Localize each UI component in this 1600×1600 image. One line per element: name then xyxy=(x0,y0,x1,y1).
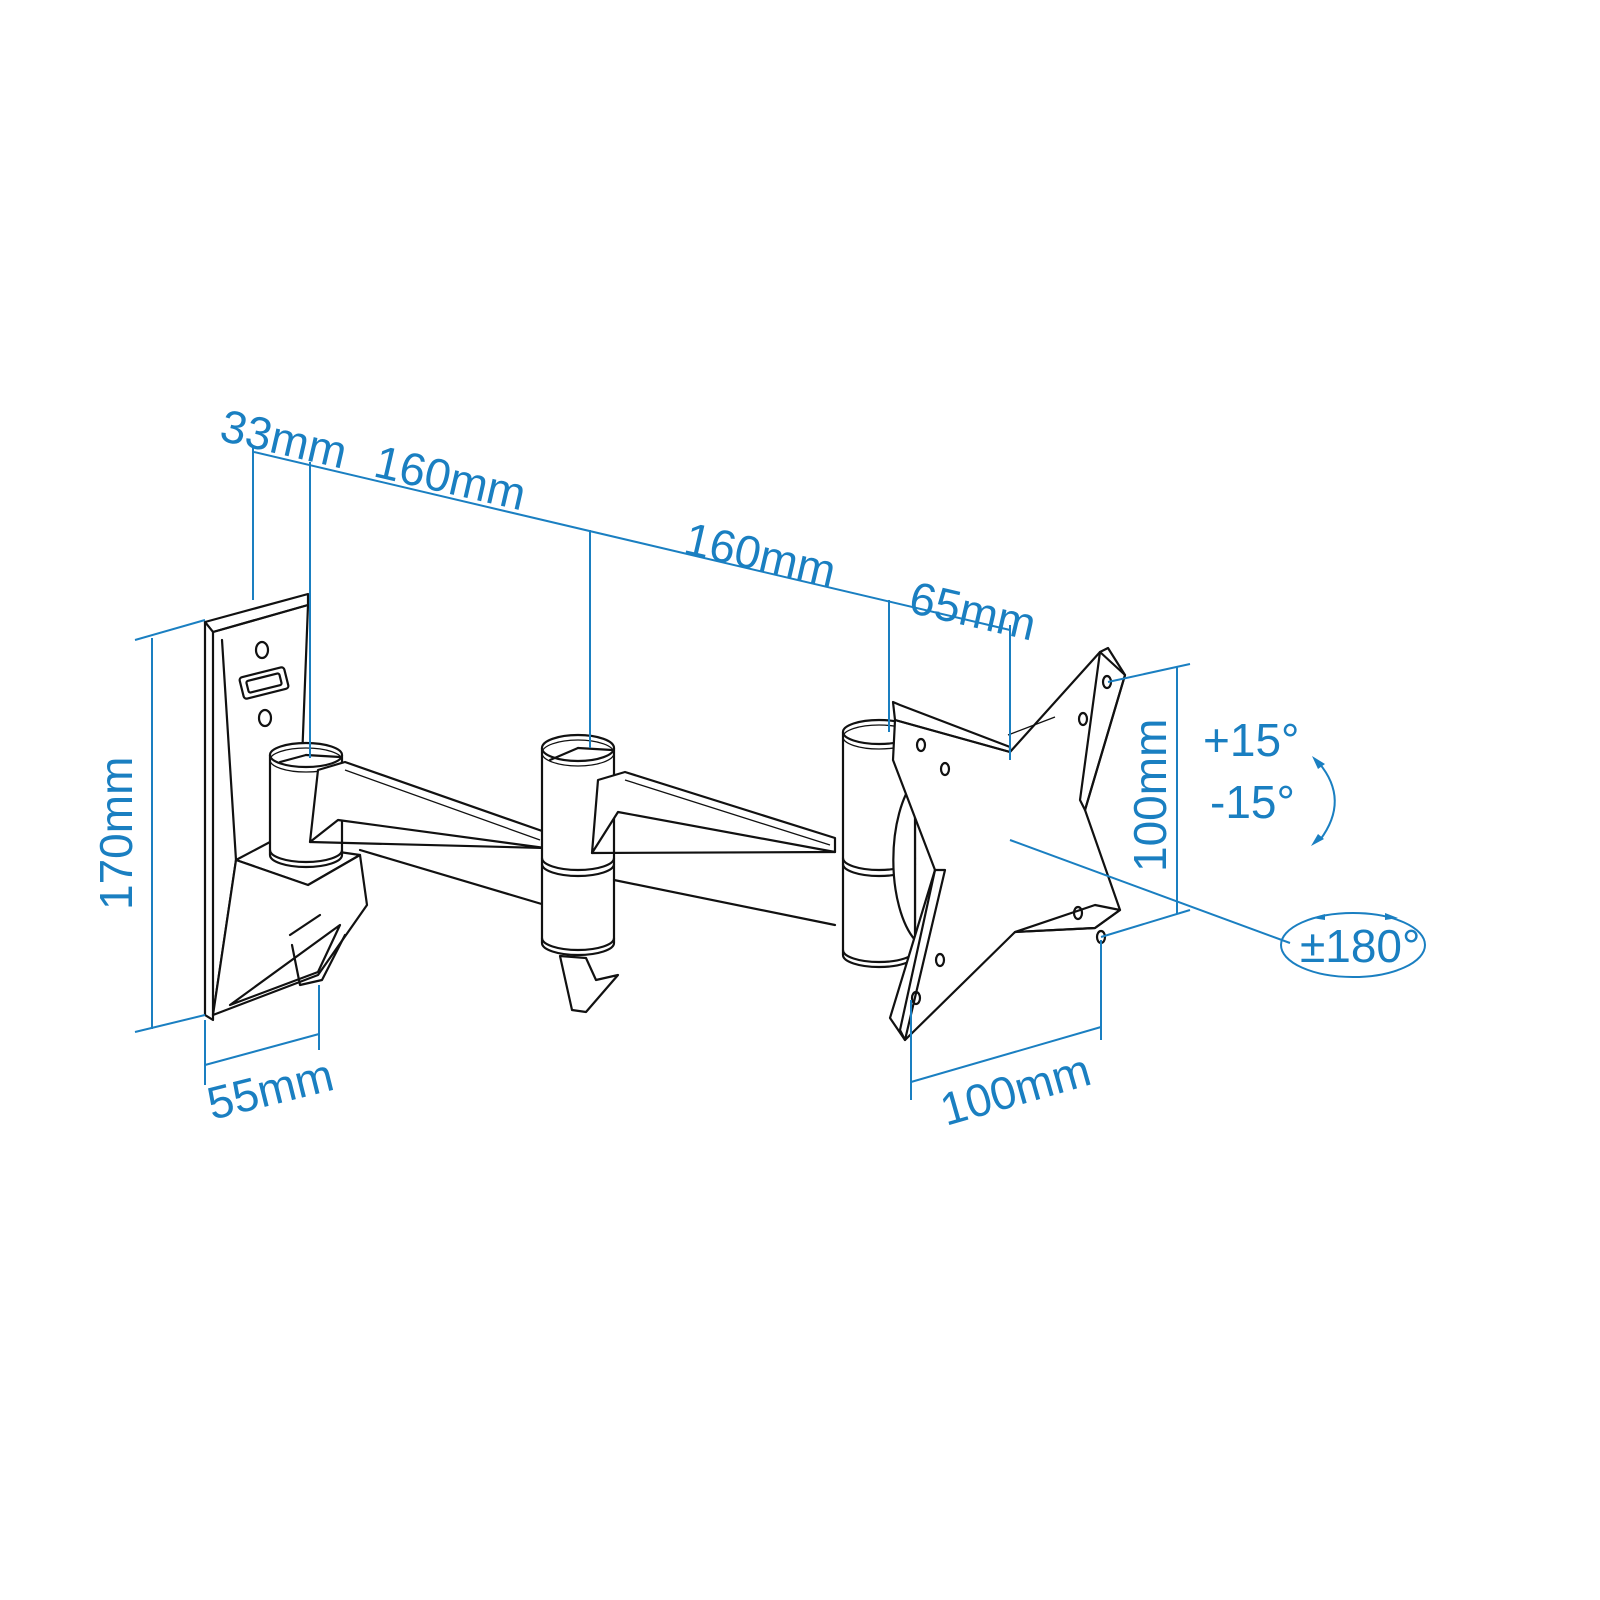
dim-arm-1-length: 160mm xyxy=(370,435,531,520)
dim-wall-plate-offset: 33mm xyxy=(216,399,352,478)
arm-2 xyxy=(590,770,837,927)
vesa-plate xyxy=(888,646,1127,1042)
screw-hole-icon xyxy=(254,640,270,660)
slot-icon xyxy=(238,666,290,700)
dim-head-offset: 65mm xyxy=(905,571,1041,650)
arm-1 xyxy=(308,760,547,907)
dim-vesa-height: 100mm xyxy=(1124,719,1176,872)
dimension-lines xyxy=(134,448,1426,1100)
dim-arm-2-length: 160mm xyxy=(680,512,841,597)
rotation-label: ±180° xyxy=(1300,920,1420,972)
tilt-up-label: +15° xyxy=(1203,714,1299,766)
tilt-down-label: -15° xyxy=(1210,776,1295,828)
screw-hole-icon xyxy=(257,708,273,728)
dim-vesa-width: 100mm xyxy=(934,1043,1096,1135)
dim-wall-plate-height: 170mm xyxy=(90,757,142,910)
